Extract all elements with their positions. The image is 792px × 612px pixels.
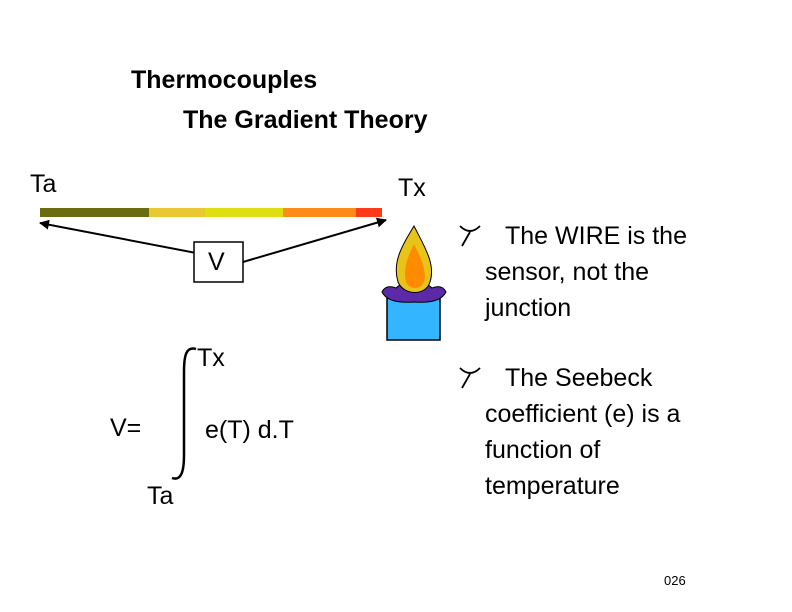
wire-segment-hottest	[356, 208, 382, 217]
ta-label: Ta	[30, 170, 57, 198]
tx-label: Tx	[398, 174, 426, 202]
integral-upper-limit: Tx	[197, 344, 225, 372]
bullet-line: temperature	[485, 472, 620, 500]
page-number: 026	[664, 573, 686, 588]
wire-segment-cold	[40, 208, 149, 217]
voltage-label: V	[208, 248, 225, 276]
wire-segment-mid	[205, 208, 283, 217]
voltmeter-box	[193, 241, 244, 283]
slide-title: Thermocouples	[131, 66, 318, 94]
integral-lower-limit: Ta	[147, 482, 174, 510]
wire-segment-hot	[283, 208, 356, 217]
wire-segment-warm	[149, 208, 205, 217]
bullet-line: The Seebeck	[505, 364, 653, 392]
equation-lhs: V=	[110, 414, 142, 442]
bullet-line: function of	[485, 436, 601, 464]
bullet-line: The WIRE is the	[505, 222, 687, 250]
bullet-seebeck: The Seebeck coefficient (e) is a functio…	[459, 360, 681, 504]
bullet-wire-sensor: The WIRE is the sensor, not the junction	[459, 218, 687, 326]
bullet-marker-icon	[459, 225, 481, 247]
integrand: e(T) d.T	[205, 416, 294, 444]
heat-source-icon	[381, 224, 447, 341]
slide-subtitle: The Gradient Theory	[183, 106, 428, 134]
bullet-line: coefficient (e) is a	[485, 400, 681, 428]
bullet-line: junction	[485, 294, 572, 322]
bullet-line: sensor, not the	[485, 258, 650, 286]
integral-sign-icon	[171, 347, 197, 480]
right-voltage-lead	[242, 217, 387, 263]
bullet-marker-icon	[459, 367, 481, 389]
